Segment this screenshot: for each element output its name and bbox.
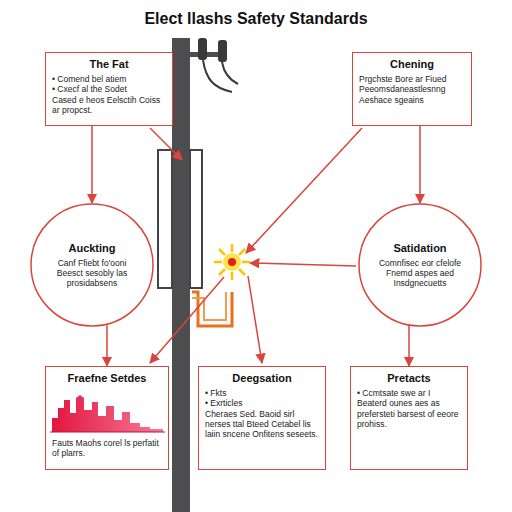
chart-space: [52, 388, 162, 438]
node-text: Canf Ffiebt fo'ooni Beesct sesobly las p…: [48, 258, 136, 289]
circle-text-group: SatidationComnfisec eor cfelofe Fnemd as…: [376, 242, 464, 289]
diagram-title: Elect llashs Safety Standards: [0, 10, 512, 28]
node-heading: Fraefne Setdes: [52, 372, 162, 385]
node-text: Comnfisec eor cfelofe Fnemd aspes aed In…: [376, 258, 464, 289]
insulator: [198, 38, 207, 60]
insulator: [218, 40, 227, 62]
info-box: Pretacts • Ccmtsate swe ar I Beaterd oune…: [350, 366, 468, 470]
arc-flash-spark: [214, 244, 250, 280]
node-text: • Exrticles: [205, 398, 319, 408]
spark-glow: [223, 253, 241, 271]
info-box: Fraefne SetdesFauts Maohs corel ls perfa…: [45, 366, 169, 470]
leader-arrow: [150, 277, 224, 363]
bracket: [190, 150, 202, 288]
flow-arrow: [419, 126, 421, 203]
info-box: The Fat • Comend bel atiem• Cxecf al the …: [45, 52, 173, 126]
bracket: [158, 150, 172, 288]
node-heading: Satidation: [376, 242, 464, 255]
node-text: Fauts Maohs corel ls perfatit of plarrs.: [52, 438, 162, 458]
leader-arrow: [248, 276, 262, 363]
node-text: Prgchste Bore ar Fiued Peeomsdaneastlesn…: [359, 74, 465, 105]
node-heading: Deegsation: [205, 372, 319, 385]
node-text: • Fkts: [205, 388, 319, 398]
leader-arrow: [246, 128, 362, 253]
node-heading: Chening: [359, 58, 465, 71]
circle-text-group: AucktingCanf Ffiebt fo'ooni Beesct sesob…: [48, 242, 136, 289]
node-text: Cased e heos Eelsctih Coiss ar propcst.: [52, 95, 166, 115]
circle-border: [359, 204, 481, 326]
topic-circle: AucktingCanf Ffiebt fo'ooni Beesct sesob…: [30, 203, 154, 327]
flow-arrow: [91, 126, 93, 203]
node-heading: Auckting: [48, 242, 136, 255]
node-heading: The Fat: [52, 58, 166, 71]
circle-border: [31, 204, 153, 326]
utility-pole: [172, 38, 190, 512]
leader-arrow: [150, 128, 182, 160]
skyline-chart: [52, 395, 163, 432]
topic-circle: SatidationComnfisec eor cfelofe Fnemd as…: [358, 203, 482, 327]
chart-baseline: [50, 432, 165, 433]
spark-core: [228, 258, 236, 266]
node-text: • Comend bel atiem: [52, 74, 166, 84]
node-text: Cheraes Sed. Baoid sirl nerses ttal Btee…: [205, 409, 319, 440]
info-box: CheningPrgchste Bore ar Fiued Peeomsdane…: [352, 52, 472, 126]
ground-wire: [192, 292, 232, 326]
flow-arrow: [106, 325, 108, 366]
info-box: Deegsation • Fkts• ExrticlesCheraes Sed. …: [198, 366, 326, 470]
cable: [222, 62, 238, 84]
leader-arrow: [250, 263, 356, 266]
spark-ray: [214, 244, 250, 280]
node-text: • Cxecf al the Sodet: [52, 84, 166, 94]
node-text: • Ccmtsate swe ar I Beaterd ounes aes as…: [357, 388, 461, 429]
flow-arrow: [408, 326, 410, 366]
node-heading: Pretacts: [357, 372, 461, 385]
ground-wire: [192, 292, 226, 320]
